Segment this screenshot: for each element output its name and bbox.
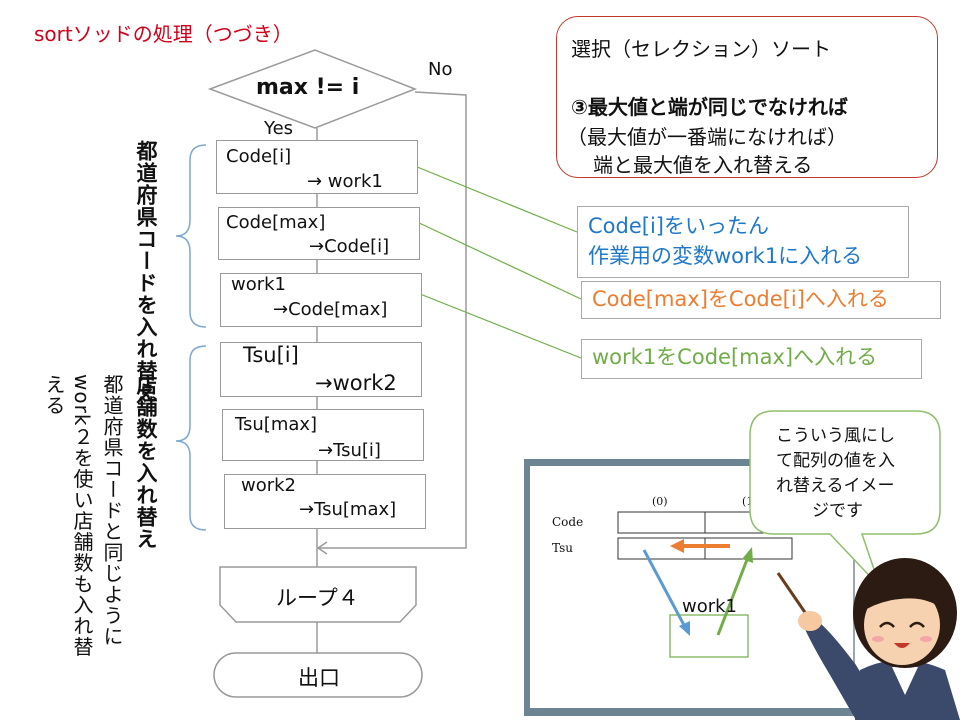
step-1-line2: → work1 [307,171,383,192]
step-box-6: work2 →Tsu[max] [224,474,426,529]
step-3-line2: →Code[max] [273,299,388,320]
group2-note-line3: える [42,374,66,416]
decision-label: max != i [256,75,360,100]
step-6-line1: work2 [241,475,297,496]
yes-label: Yes [264,118,294,139]
loop-end-shape [219,566,417,623]
connector-line-1 [399,159,578,233]
callout-2-line1: Code[max]をCode[i]へ入れる [592,287,889,311]
group1-label: 都道府県コードを入れ替え [134,140,158,404]
board-row-tsu: Tsu [552,541,574,555]
step-4-line1: Tsu[i] [243,343,299,367]
teacher-illustration [776,558,960,720]
step-box-3: work1 →Code[max] [220,273,422,327]
step-box-4: Tsu[i] →work2 [220,342,422,397]
loop-label: ループ４ [276,586,359,610]
callout-1-line1: Code[i]をいったん [588,214,769,238]
bubble-line2: て配列の値を入 [776,451,895,471]
speech-bubble [749,410,941,588]
decision-diamond [207,49,418,129]
no-label: No [428,59,453,80]
group1-bracket [175,144,207,328]
bubble-line4: ジです [812,501,863,521]
board-work-label: work1 [682,596,738,617]
no-branch-arrowhead [316,541,328,555]
slide-title: sortソッドの処理（つづき） [34,22,293,46]
board-row-code: Code [552,515,584,529]
info-box: 選択（セレクション）ソート ③最大値と端が同じでなければ （最大値が一番端になけ… [556,16,938,178]
step-6-line2: →Tsu[max] [299,499,397,520]
info-line3: （最大値が一番端になければ） [567,125,847,149]
step-5-line1: Tsu[max] [235,414,318,435]
callout-3-line1: work1をCode[max]へ入れる [592,345,878,369]
group2-note-line1: 都道府県コードと同じように [100,374,124,647]
step-box-5: Tsu[max] →Tsu[i] [222,409,424,461]
bubble-line1: こういう風にし [776,426,895,446]
no-branch-line [318,91,467,549]
step-2-line2: →Code[i] [309,236,390,257]
step-box-1: Code[i] → work1 [216,140,418,194]
board-index-1: (1 [742,495,754,508]
info-line1: 選択（セレクション）ソート [571,37,831,61]
callout-1-line2: 作業用の変数work1に入れる [588,244,863,268]
group2-note-line2: work２を使い店舗数も入れ替 [70,374,94,658]
step-2-line1: Code[max] [226,212,326,233]
step-1-line1: Code[i] [226,146,292,167]
connector-line-3 [399,285,582,359]
exit-terminator [213,652,423,698]
exit-label: 出口 [298,666,340,690]
group2-bracket [175,345,207,531]
step-4-line2: →work2 [315,371,397,395]
bubble-line3: れ替えるイメー [776,476,895,496]
connector-line-2 [399,213,582,300]
callout-store-temp: Code[i]をいったん 作業用の変数work1に入れる [577,206,909,278]
group2-label: 店舗数を入れ替え [134,374,158,550]
board-index-0: (0) [652,495,668,508]
step-3-line1: work1 [231,274,287,295]
callout-copy-work: work1をCode[max]へ入れる [581,339,922,379]
step-5-line2: →Tsu[i] [318,440,381,461]
step-box-2: Code[max] →Code[i] [218,207,420,260]
info-line4: 端と最大値を入れ替える [593,153,813,177]
info-line2: ③最大値と端が同じでなければ [571,95,848,119]
callout-copy-max: Code[max]をCode[i]へ入れる [581,281,941,319]
